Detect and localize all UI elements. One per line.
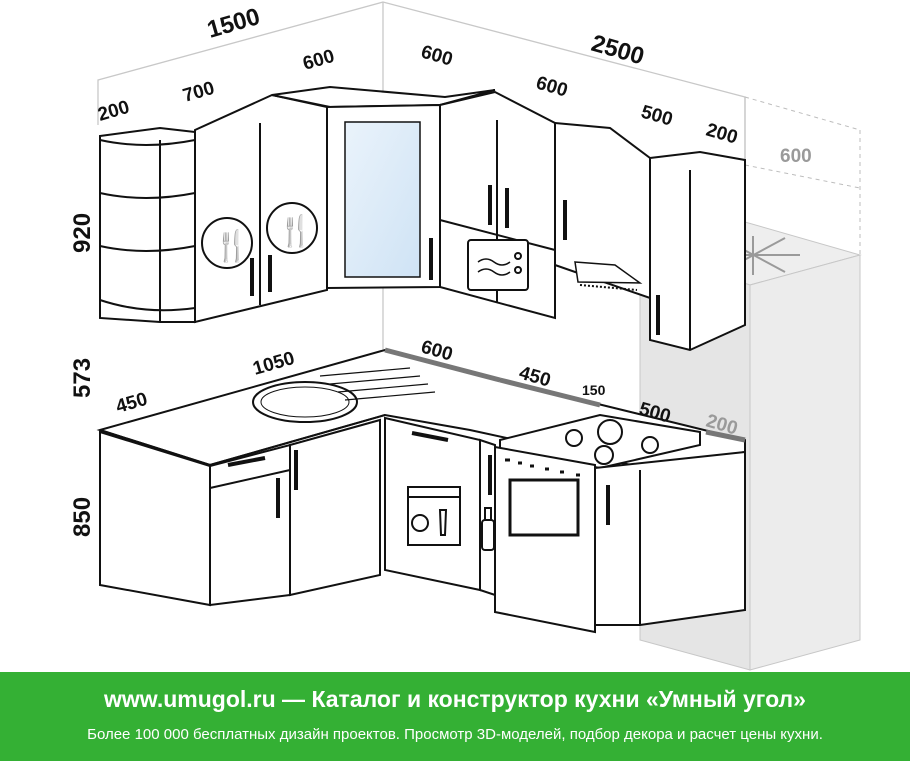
hob bbox=[499, 413, 701, 470]
oven bbox=[494, 445, 596, 634]
kitchen-drawing: 🍴 🍴 bbox=[69, 1, 862, 671]
dim-fridge-depth: 600 bbox=[780, 146, 812, 167]
banner-title[interactable]: www.umugol.ru — Каталог и конструктор ку… bbox=[104, 686, 806, 712]
dishwasher-icon bbox=[407, 486, 461, 546]
base-dishwasher bbox=[384, 416, 496, 597]
banner-subtitle: Более 100 000 бесплатных дизайн проектов… bbox=[87, 726, 823, 743]
range-hood-icon bbox=[574, 261, 643, 291]
base-left-cabinets bbox=[99, 418, 381, 607]
dim-upper-left-cabinet: 700 bbox=[181, 78, 217, 107]
dim-base-height: 850 bbox=[69, 497, 96, 537]
dim-counter-left-sink: 1050 bbox=[251, 348, 297, 380]
oven-icon bbox=[508, 478, 580, 537]
dim-upper-height: 920 bbox=[69, 213, 96, 253]
dim-upper-right-microwave: 600 bbox=[534, 73, 570, 102]
dim-upper-right-hood: 500 bbox=[639, 102, 675, 131]
dim-backsplash-height: 573 bbox=[69, 358, 96, 398]
upper-left-cabinets: 🍴 🍴 bbox=[194, 93, 328, 324]
footer-banner: www.umugol.ru — Каталог и конструктор ку… bbox=[0, 672, 910, 761]
upper-right-cabinets bbox=[439, 90, 746, 352]
open-shelf bbox=[99, 126, 196, 323]
base-right-cabinet bbox=[594, 450, 746, 626]
dim-wall-right: 2500 bbox=[588, 30, 647, 71]
dishes-icon: 🍴 🍴 bbox=[201, 202, 318, 269]
svg-text:🍴: 🍴 bbox=[213, 228, 250, 264]
corner-glass-cabinet bbox=[271, 85, 496, 290]
dim-upper-right-end: 200 bbox=[704, 120, 740, 149]
fridge-outline bbox=[744, 96, 861, 255]
dim-counter-left-end: 450 bbox=[114, 389, 150, 418]
svg-text:🍴: 🍴 bbox=[277, 213, 314, 249]
dim-upper-shelf: 200 bbox=[96, 97, 132, 126]
microwave-icon bbox=[467, 239, 529, 291]
sink bbox=[252, 367, 436, 423]
dim-upper-left-corner: 600 bbox=[301, 46, 337, 75]
dim-upper-right-corner: 600 bbox=[419, 42, 455, 71]
dim-counter-gap: 150 bbox=[582, 382, 606, 398]
